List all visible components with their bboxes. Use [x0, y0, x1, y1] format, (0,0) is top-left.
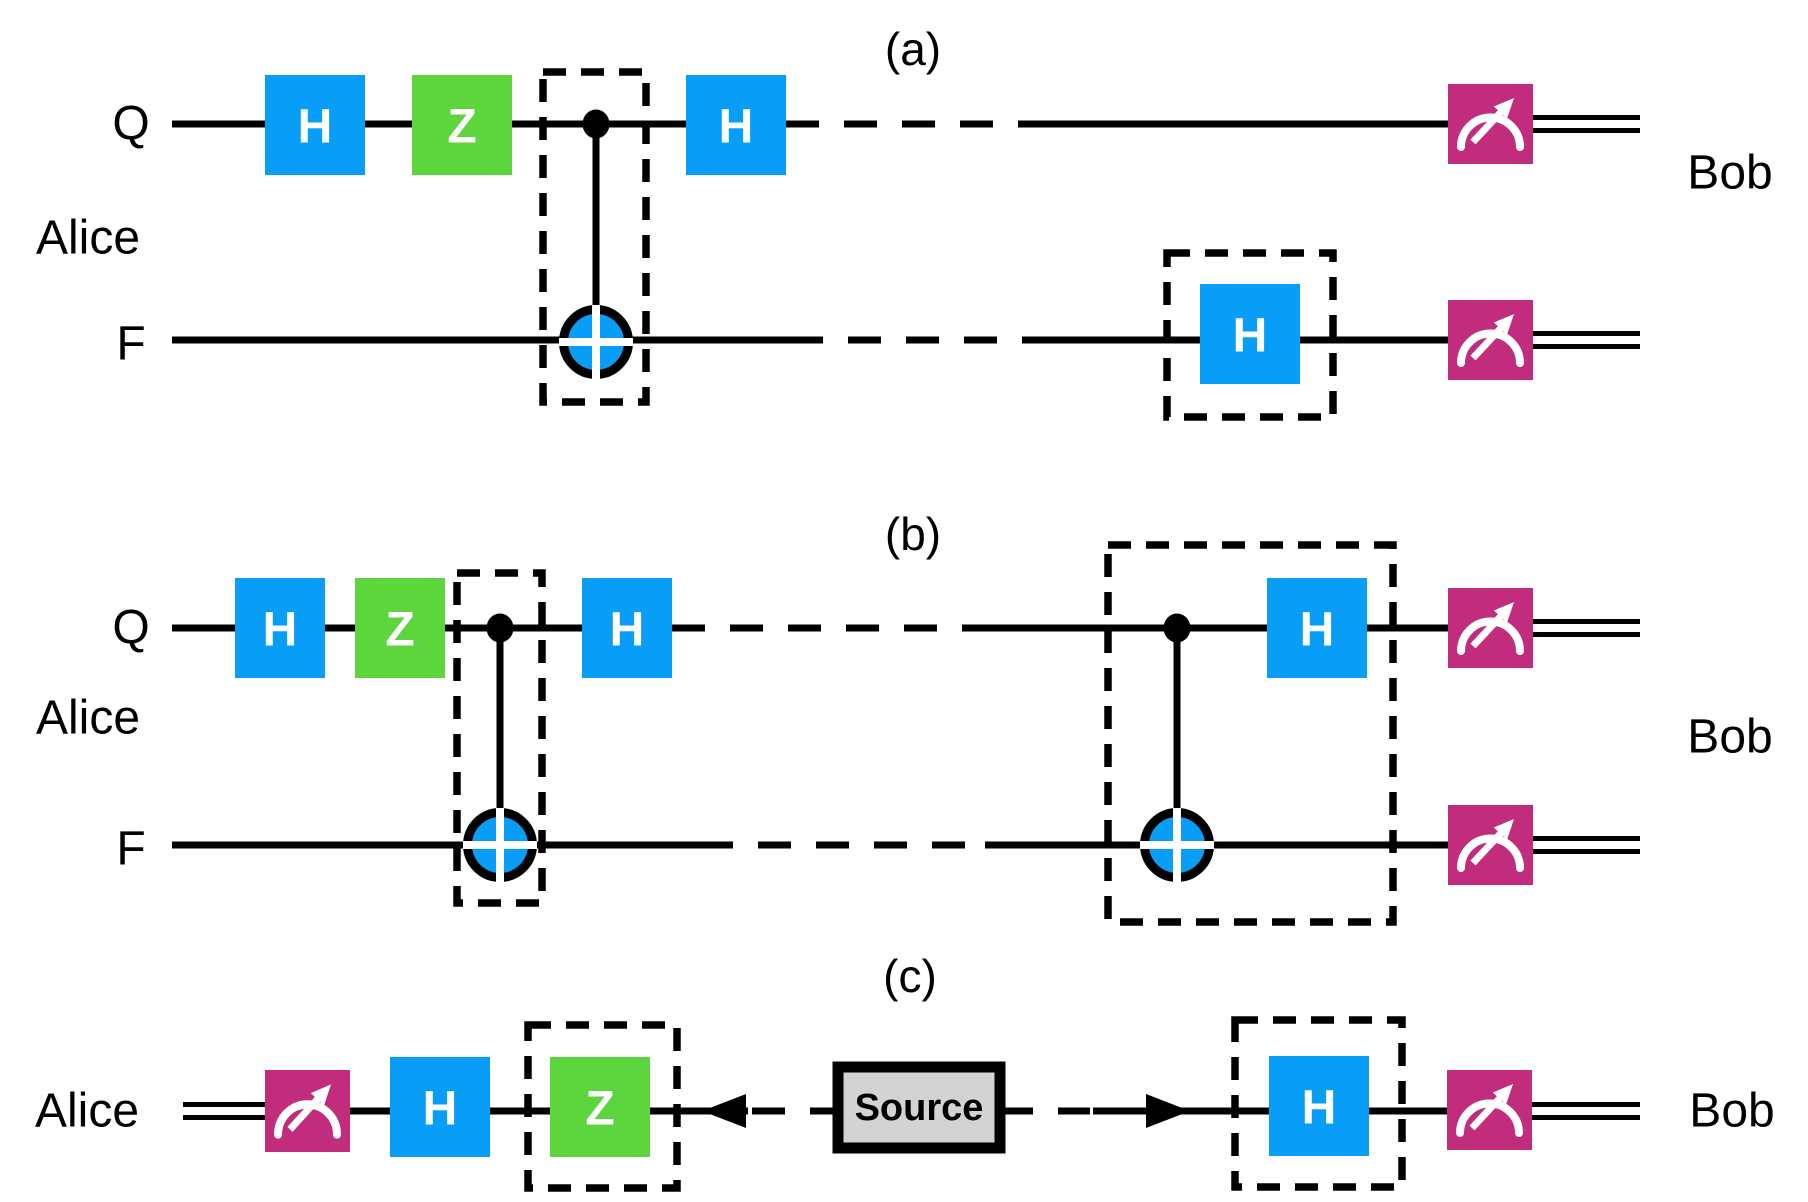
gate-z-label: Z [585, 1083, 614, 1136]
panel-title: (b) [885, 508, 941, 560]
gate-z-label: Z [385, 604, 414, 657]
meter-arc [1457, 113, 1524, 151]
meter-needle-arrowhead [1493, 98, 1514, 119]
meter-needle [287, 1096, 321, 1132]
source-box [832, 1061, 1006, 1154]
meter-arc [1456, 1099, 1523, 1137]
meter-needle [1470, 613, 1504, 649]
dashed-group-box [539, 68, 650, 406]
dashed-group-box [1104, 541, 1397, 926]
gate-h-box [1267, 578, 1367, 678]
gate-z-box [550, 1057, 650, 1157]
arrow-left-to-alice-icon [702, 1094, 746, 1128]
measurement-meter-icon [1448, 805, 1533, 885]
source-box-label: Source [855, 1087, 984, 1129]
gate-z-box [355, 578, 445, 678]
gate-h-label: H [1233, 310, 1268, 363]
gate-h-box [1200, 284, 1300, 384]
gate-h-label: H [610, 604, 645, 657]
meter-needle-arrowhead [1493, 819, 1514, 840]
meter-needle [1470, 325, 1504, 361]
meter-needle-arrowhead [1493, 314, 1514, 335]
gate-z-label: Z [447, 101, 476, 154]
gate-h-box [235, 578, 325, 678]
meter-arc [1457, 834, 1524, 872]
measurement-meter-icon [1448, 300, 1533, 380]
measurement-meter-icon [1448, 588, 1533, 668]
gate-h-label: H [423, 1083, 458, 1136]
measurement-meter-icon [1448, 84, 1533, 164]
meter-needle-arrowhead [1492, 1084, 1513, 1105]
gate-h-label: H [719, 101, 754, 154]
gate-h-label: H [263, 604, 298, 657]
gate-h-box [390, 1057, 490, 1157]
gate-h-label: H [1302, 1082, 1337, 1135]
gate-h-box [582, 578, 672, 678]
actor-label-alice: Alice [36, 692, 140, 745]
cnot-control-dot [486, 613, 514, 643]
wire-label-f: F [116, 318, 145, 371]
actor-label-alice: Alice [35, 1085, 139, 1138]
meter-arc [274, 1100, 341, 1139]
meter-arc [1457, 329, 1524, 367]
measurement-meter-icon [1447, 1070, 1532, 1150]
meter-needle [1470, 109, 1504, 145]
meter-needle-arrowhead [1493, 602, 1514, 623]
actor-label-bob: Bob [1689, 1085, 1774, 1138]
dashed-group-box [1231, 1016, 1406, 1191]
wire-label-q: Q [112, 602, 149, 655]
panel-title: (c) [883, 950, 937, 1002]
measurement-meter-icon [265, 1070, 350, 1152]
cnot-control-dot [1163, 613, 1191, 643]
gate-h-label: H [298, 101, 333, 154]
gate-h-label: H [1300, 604, 1335, 657]
meter-needle [1469, 1095, 1503, 1131]
meter-needle-arrowhead [310, 1084, 331, 1106]
actor-label-alice: Alice [36, 212, 140, 265]
gate-h-box [686, 75, 786, 175]
cnot-control-dot [582, 109, 610, 139]
dashed-group-box [524, 1021, 681, 1192]
meter-arc [1457, 617, 1524, 655]
meter-needle [1470, 830, 1504, 866]
gate-h-box [265, 75, 365, 175]
panel-c: H Z H Source (c) Alice Bob [35, 950, 1775, 1192]
actor-label-bob: Bob [1687, 147, 1772, 200]
gate-z-box [412, 75, 512, 175]
dashed-group-box [453, 569, 546, 907]
panel-title: (a) [885, 23, 941, 75]
dashed-group-box [1163, 249, 1337, 421]
actor-label-bob: Bob [1687, 711, 1772, 764]
wire-label-f: F [116, 823, 145, 876]
gate-h-box [1269, 1056, 1369, 1156]
arrow-right-to-bob-icon [1146, 1094, 1190, 1128]
wire-label-q: Q [112, 98, 149, 151]
